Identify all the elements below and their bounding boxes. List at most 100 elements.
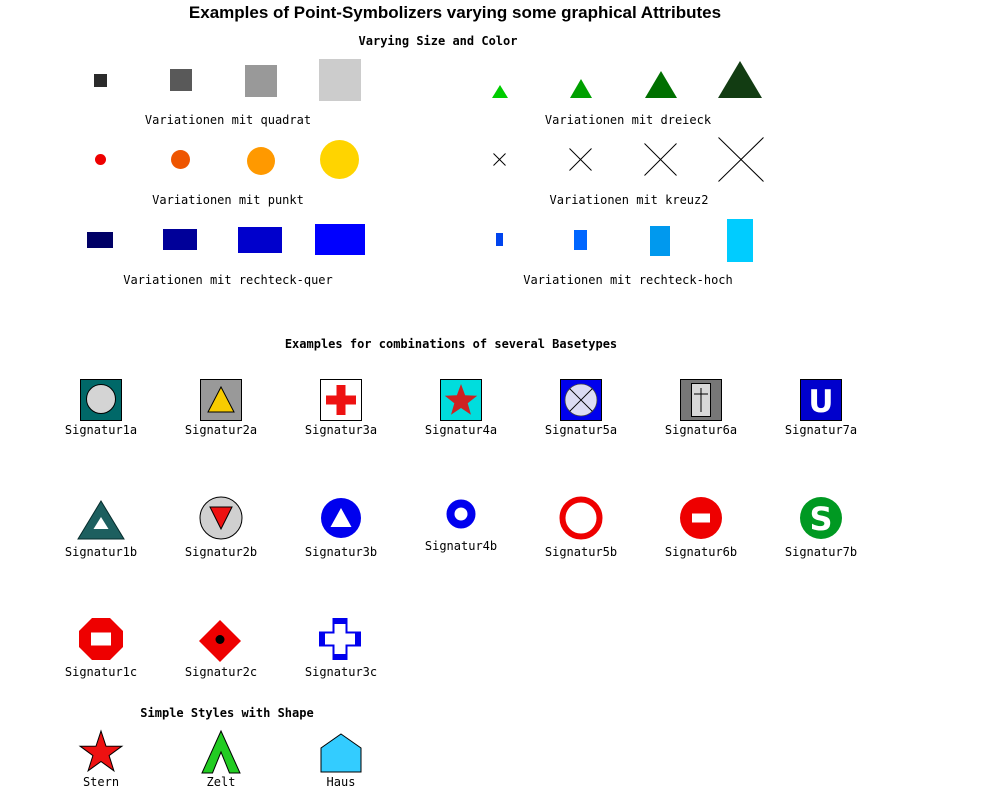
quadrat-label: Variationen mit quadrat — [144, 113, 312, 127]
signatur1c-label: Signatur1c — [64, 665, 138, 679]
house-icon — [320, 733, 362, 773]
rechteck-quer-symbol-2 — [163, 229, 197, 250]
star-icon — [444, 384, 478, 415]
star-icon — [78, 729, 124, 773]
inner-triangle-icon — [93, 517, 109, 529]
signatur5a-symbol — [560, 379, 602, 421]
stern-symbol — [78, 729, 124, 773]
dreieck-symbol-2 — [570, 79, 592, 98]
quadrat-symbol-4 — [319, 59, 361, 101]
quadrat-symbol-1 — [94, 74, 107, 87]
signatur1a-label: Signatur1a — [64, 423, 138, 437]
signatur2a-label: Signatur2a — [184, 423, 258, 437]
kreuz2-label: Variationen mit kreuz2 — [549, 193, 709, 207]
signatur1b-label: Signatur1b — [64, 545, 138, 559]
latin-cross-icon — [694, 388, 708, 412]
ring-icon — [559, 496, 603, 540]
signatur6a-label: Signatur6a — [664, 423, 738, 437]
triangle-icon — [570, 79, 592, 98]
cross-cap-icons — [319, 618, 361, 660]
punkt-symbol-2 — [171, 150, 190, 169]
triangle-icon — [492, 85, 508, 98]
quadrat-symbol-3 — [245, 65, 277, 97]
signatur3c-symbol — [319, 618, 361, 660]
signatur3c-label: Signatur3c — [304, 665, 378, 679]
quadrat-symbol-2 — [170, 69, 192, 91]
signatur7a-label: Signatur7a — [784, 423, 858, 437]
haus-label: Haus — [326, 775, 356, 789]
kreuz2-symbol-1 — [493, 153, 506, 166]
bar-icon — [692, 513, 710, 523]
signatur7a-symbol: U — [800, 379, 842, 421]
signatur4a-label: Signatur4a — [424, 423, 498, 437]
rechteck-hoch-symbol-1 — [496, 233, 503, 246]
signatur3a-label: Signatur3a — [304, 423, 378, 437]
signatur3b-label: Signatur3b — [304, 545, 378, 559]
rechteck-quer-symbol-1 — [87, 232, 113, 248]
x-cross-icon — [569, 388, 593, 412]
dreieck-label: Variationen mit dreieck — [544, 113, 712, 127]
rechteck-hoch-label: Variationen mit rechteck-hoch — [523, 273, 733, 287]
stern-label: Stern — [82, 775, 120, 789]
signatur6b-label: Signatur6b — [664, 545, 738, 559]
tent-icon — [201, 729, 241, 774]
signatur1a-symbol — [80, 379, 122, 421]
dreieck-symbol-4 — [718, 61, 762, 98]
signatur5b-label: Signatur5b — [544, 545, 618, 559]
rechteck-quer-symbol-4 — [315, 224, 365, 255]
x-cross-icon — [493, 153, 506, 166]
punkt-symbol-4 — [320, 140, 359, 179]
rechteck-quer-label: Variationen mit rechteck-quer — [123, 273, 333, 287]
circle-icon — [800, 497, 842, 539]
plus-cross-icon — [319, 618, 361, 660]
signatur5a-label: Signatur5a — [544, 423, 618, 437]
signatur2c-label: Signatur2c — [184, 665, 258, 679]
signatur1c-symbol — [79, 618, 123, 660]
triangle-icon — [207, 385, 235, 413]
signatur6a-symbol — [680, 379, 722, 421]
signatur4b-label: Signatur4b — [424, 539, 498, 553]
kreuz2-symbol-4 — [718, 137, 764, 182]
letter-u-glyph: U — [808, 384, 833, 420]
signatur2a-symbol — [200, 379, 242, 421]
signatur1b-symbol — [77, 500, 125, 540]
kreuz2-symbol-2 — [569, 148, 592, 171]
ring-icon — [446, 499, 476, 529]
bar-icon — [91, 632, 111, 646]
signatur2c-symbol — [199, 620, 241, 662]
rechteck-hoch-symbol-2 — [574, 230, 587, 250]
rechteck-quer-symbol-3 — [238, 227, 282, 253]
triangle-icon — [718, 61, 762, 98]
x-cross-icon — [718, 137, 764, 182]
punkt-symbol-3 — [247, 147, 275, 175]
signatur5b-symbol — [559, 496, 603, 540]
dot-icon — [215, 635, 225, 644]
haus-symbol — [320, 733, 362, 773]
circle-icon — [86, 384, 116, 414]
section-heading-combinations: Examples for combinations of several Bas… — [284, 337, 618, 351]
signatur7b-symbol: S — [800, 497, 842, 539]
x-cross-icon — [569, 148, 592, 171]
x-cross-icon — [644, 143, 677, 176]
dreieck-symbol-3 — [645, 71, 677, 98]
signatur3a-symbol — [320, 379, 362, 421]
kreuz2-symbol-3 — [644, 143, 677, 176]
plus-cross-icon — [326, 385, 356, 415]
punkt-label: Variationen mit punkt — [152, 193, 304, 207]
signatur6b-symbol — [680, 497, 722, 539]
letter-s-glyph: S — [809, 500, 832, 538]
signatur2b-label: Signatur2b — [184, 545, 258, 559]
zelt-symbol — [201, 729, 241, 774]
box-icon — [800, 379, 842, 421]
inner-triangle-icon — [330, 508, 352, 527]
zelt-label: Zelt — [206, 775, 236, 789]
inverted-triangle-icon — [209, 506, 233, 531]
triangle-icon — [645, 71, 677, 98]
section-heading-simple: Simple Styles with Shape — [140, 706, 314, 720]
signatur2b-symbol — [199, 496, 243, 540]
section-heading-varying: Varying Size and Color — [358, 34, 518, 48]
rechteck-hoch-symbol-3 — [650, 226, 670, 256]
signatur4a-symbol — [440, 379, 482, 421]
rechteck-hoch-symbol-4 — [727, 219, 753, 262]
